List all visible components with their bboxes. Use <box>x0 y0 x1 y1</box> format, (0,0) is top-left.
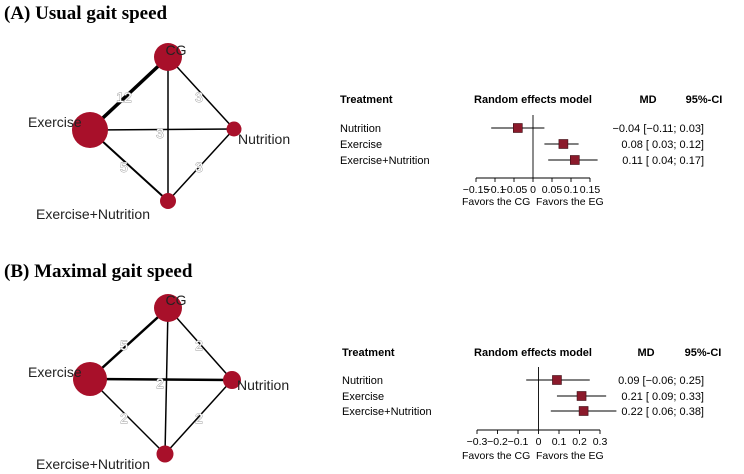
panel-a-edge-label-nutrition-exercise-plus-nutrition: 3 <box>195 159 203 175</box>
panel-a-row-label-exercise-plus-nutrition: Exercise+Nutrition <box>340 155 430 167</box>
panel-b-node-label-nutrition: Nutrition <box>237 377 289 393</box>
panel-b-edge-label-nutrition-exercise-plus-nutrition: 2 <box>195 410 203 426</box>
panel-b-ci-text-nutrition: 0.09 [−0.06; 0.25] <box>618 375 704 387</box>
panel-b-x-tick-label: 0.2 <box>572 436 587 448</box>
panel-a-edge-nutrition-exercise-plus-nutrition <box>167 128 235 202</box>
panel-b-edge-cg-nutrition <box>167 307 233 381</box>
panel-b-node-exercise <box>73 362 107 396</box>
panel-a-ci-text-exercise-plus-nutrition: 0.11 [ 0.04; 0.17] <box>622 155 704 167</box>
panel-a-header-md: MD <box>639 94 656 106</box>
panel-b-network-edge-labels: 5 2 2 2 2 <box>120 337 204 427</box>
panel-a-favors-left: Favors the CG <box>462 196 530 208</box>
panel-b-network-nodes <box>73 294 241 463</box>
panel-a-x-tick-label: 0.05 <box>542 184 563 196</box>
panel-a-x-tick-label: −0.05 <box>501 184 528 196</box>
panel-b-forest-plot: Treatment Random effects model MD 95%-CI… <box>342 347 721 462</box>
panel-b-x-tick-label: −0.1 <box>508 436 529 448</box>
panel-a: (A) Usual gait speed CGExerciseNutrition… <box>4 3 722 222</box>
panel-a-ci-text-nutrition: −0.04 [−0.11; 0.03] <box>612 123 704 135</box>
panel-b-header-md: MD <box>637 347 654 359</box>
panel-b-node-cg <box>154 294 182 322</box>
panel-b-header-treatment: Treatment <box>342 347 395 359</box>
panel-a-node-label-nutrition: Nutrition <box>238 131 290 147</box>
panel-b: (B) Maximal gait speed CGExerciseNutriti… <box>4 261 721 472</box>
panel-a-node-label-exercise-plus-nutrition: Exercise+Nutrition <box>36 206 150 222</box>
panel-b-forest-axis: −0.3−0.2−0.1 0 0.1 0.2 0.3 <box>467 367 608 448</box>
panel-b-x-tick-label: 0 <box>536 436 542 448</box>
panel-b-row-label-exercise-plus-nutrition: Exercise+Nutrition <box>342 406 432 418</box>
panel-b-edge-label-cg-exercise: 5 <box>120 337 128 353</box>
panel-a-favors-right: Favors the EG <box>536 196 604 208</box>
panel-a-edge-exercise-nutrition <box>89 128 235 131</box>
panel-b-edge-label-exercise-exercise-plus-nutrition: 2 <box>120 410 128 426</box>
panel-a-title: (A) Usual gait speed <box>4 3 168 24</box>
panel-b-edge-exercise-nutrition <box>89 377 233 382</box>
panel-b-network-edges <box>89 307 233 455</box>
panel-b-ci-text-exercise-plus-nutrition: 0.22 [ 0.06; 0.38] <box>621 406 704 418</box>
panel-b-x-tick-label: −0.3 <box>467 436 488 448</box>
panel-a-ci-text-exercise: 0.08 [ 0.03; 0.12] <box>621 139 704 151</box>
panel-a-node-nutrition <box>226 121 242 137</box>
panel-a-x-tick-label: −0.1 <box>485 184 506 196</box>
panel-b-x-tick-label: 0.1 <box>552 436 567 448</box>
panel-b-edge-label-cg-nutrition: 2 <box>195 337 203 353</box>
panel-a-forest-plot: Treatment Random effects model MD 95%-CI… <box>340 94 722 208</box>
panel-b-x-tick-label: 0.3 <box>593 436 608 448</box>
panel-a-edge-label-cg-exercise: 12 <box>116 89 132 105</box>
panel-a-header-treatment: Treatment <box>340 94 393 106</box>
panel-b-row-label-exercise: Exercise <box>342 391 384 403</box>
panel-b-node-label-exercise-plus-nutrition: Exercise+Nutrition <box>36 456 150 472</box>
panel-a-header-model: Random effects model <box>474 94 592 106</box>
panel-b-x-tick-label: −0.2 <box>487 436 508 448</box>
panel-a-node-label-cg: CG <box>166 42 187 58</box>
panel-b-edge-label-exercise-nutrition: 2 <box>156 375 164 391</box>
panel-a-x-tick-label: 0 <box>530 184 536 196</box>
panel-b-edge-exercise-exercise-plus-nutrition <box>89 378 166 455</box>
panel-b-favors-left: Favors the CG <box>462 450 530 462</box>
panel-b-ci-text-exercise: 0.21 [ 0.09; 0.33] <box>621 391 704 403</box>
panel-b-point-exercise <box>576 391 587 401</box>
panel-a-network-edge-labels: 12 3 3 5 3 <box>116 89 204 176</box>
panel-b-row-label-nutrition: Nutrition <box>342 375 383 387</box>
panel-b-header-model: Random effects model <box>474 347 592 359</box>
panel-a-node-exercise-plus-nutrition <box>160 193 176 209</box>
panel-a-edge-label-exercise-nutrition: 3 <box>156 125 164 141</box>
panel-b-node-label-exercise: Exercise <box>28 364 82 380</box>
panel-b-point-exercise-plus-nutrition <box>578 406 589 416</box>
panel-a-point-exercise-plus-nutrition <box>569 155 580 165</box>
panel-b-node-nutrition <box>223 371 241 389</box>
panel-a-point-nutrition <box>512 123 523 133</box>
panel-a-x-tick-label: 0.1 <box>564 184 579 196</box>
panel-a-row-label-exercise: Exercise <box>340 139 382 151</box>
panel-b-favors-right: Favors the EG <box>536 450 604 462</box>
panel-a-x-tick-label: 0.15 <box>580 184 601 196</box>
panel-b-title: (B) Maximal gait speed <box>4 261 193 282</box>
panel-b-forest-rows: Nutrition 0.09 [−0.06; 0.25] Exercise 0.21 … <box>342 375 704 418</box>
panel-b-edge-nutrition-exercise-plus-nutrition <box>164 379 233 455</box>
panel-a-node-exercise <box>72 112 108 148</box>
panel-b-edge-cg-exercise <box>89 307 169 380</box>
panel-b-node-label-cg: CG <box>166 292 187 308</box>
panel-a-header-ci: 95%-CI <box>686 94 723 106</box>
panel-a-x-tick-label: −0.15 <box>463 184 490 196</box>
panel-a-forest-rows: Nutrition −0.04 [−0.11; 0.03] Exercise 0.08… <box>340 123 704 167</box>
panel-a-point-exercise <box>558 139 569 149</box>
panel-b-header-ci: 95%-CI <box>685 347 722 359</box>
panel-a-row-label-nutrition: Nutrition <box>340 123 381 135</box>
panel-a-node-cg <box>154 43 182 71</box>
panel-a-network-nodes <box>72 43 242 209</box>
panel-a-edge-label-cg-nutrition: 3 <box>195 89 203 105</box>
panel-b-node-exercise-plus-nutrition <box>156 445 174 463</box>
panel-a-edge-cg-nutrition <box>167 56 235 130</box>
panel-b-edge-cg-exercise-plus-nutrition <box>164 307 169 455</box>
panel-a-edge-label-exercise-exercise-plus-nutrition: 5 <box>120 159 128 175</box>
panel-a-node-label-exercise: Exercise <box>28 114 82 130</box>
panel-b-point-nutrition <box>552 375 562 385</box>
